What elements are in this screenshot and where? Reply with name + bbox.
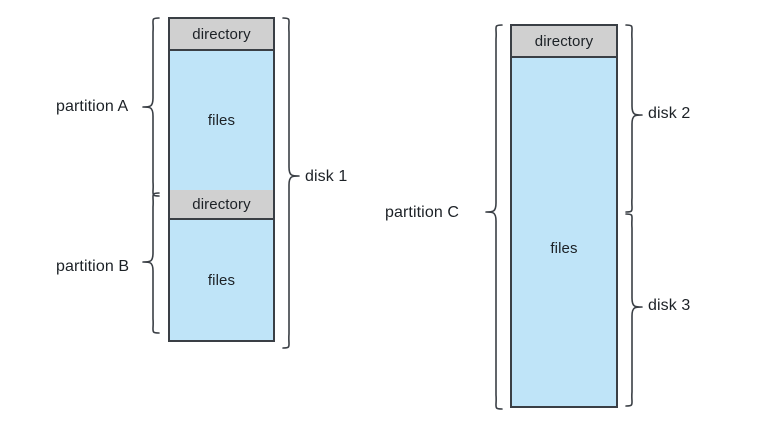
label-partition-c: partition C bbox=[385, 204, 460, 221]
brace-partition-c bbox=[485, 24, 503, 410]
label-partition-b: partition B bbox=[56, 258, 130, 275]
segment-label: directory bbox=[192, 195, 251, 213]
segment-label: directory bbox=[534, 32, 594, 50]
brace-partition-a bbox=[142, 17, 160, 197]
segment-label: files bbox=[207, 271, 236, 289]
brace-disk-2 bbox=[625, 24, 643, 213]
brace-partition-b bbox=[142, 192, 160, 334]
partition-c-files: files bbox=[512, 58, 616, 406]
label-disk-3: disk 3 bbox=[648, 297, 691, 314]
segment-label: files bbox=[550, 240, 578, 257]
disk-1-box: directory files directory files bbox=[168, 17, 275, 342]
disk-2-3-box: directory files bbox=[510, 24, 618, 408]
label-disk-1: disk 1 bbox=[305, 168, 348, 185]
brace-disk-3 bbox=[625, 213, 643, 407]
disk-1-partition-b-directory: directory bbox=[170, 190, 273, 220]
label-partition-a: partition A bbox=[56, 98, 129, 115]
label-disk-2: disk 2 bbox=[648, 105, 691, 122]
segment-label: files bbox=[207, 112, 236, 129]
partition-c-directory: directory bbox=[512, 26, 616, 58]
brace-disk-1 bbox=[282, 17, 300, 349]
disk-1-partition-a-directory: directory bbox=[170, 19, 273, 51]
segment-label: directory bbox=[192, 25, 251, 43]
disk-1-partition-a-files: files bbox=[170, 51, 273, 190]
disk-1-partition-b-files: files bbox=[170, 220, 273, 340]
